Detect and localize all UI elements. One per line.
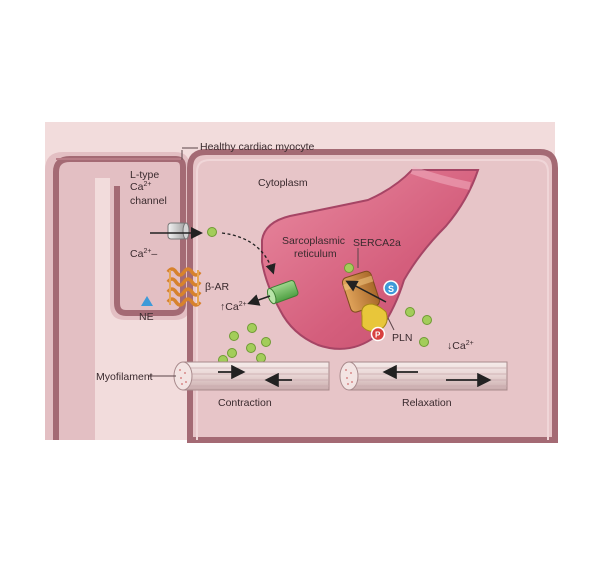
calcium-trigger-arrow [221, 232, 276, 275]
contraction-label: Contraction [218, 397, 272, 409]
relaxation-label: Relaxation [402, 397, 452, 409]
calcium-ion [422, 315, 432, 325]
ca-ion-label: Ca2+– [130, 248, 157, 260]
beta-adrenergic-receptor [166, 267, 202, 307]
beta-ar-label: β-AR [205, 281, 230, 293]
ryanodine-receptor-channel [266, 280, 299, 305]
calcium-ion [246, 343, 256, 353]
sr-release-arrow [247, 294, 271, 306]
calcium-ion [261, 337, 271, 347]
serca2a-label: SERCA2a [353, 237, 401, 249]
l-type-calcium-channel [167, 222, 190, 240]
sr-label-line1: Sarcoplasmic [282, 235, 345, 247]
calcium-ion [344, 263, 354, 273]
myofilament-relaxation [339, 361, 508, 391]
p-badge-icon [370, 326, 386, 342]
l-type-label: L-type [130, 169, 159, 181]
up-ca-label: ↑Ca2+ [220, 301, 247, 313]
myofilament-label: Myofilament [96, 371, 153, 383]
calcium-ion [419, 337, 429, 347]
cytoplasm-label: Cytoplasm [258, 177, 308, 189]
calcium-ion [227, 348, 237, 358]
myofilament-contraction [173, 361, 330, 391]
p-badge-label: P [375, 331, 381, 340]
calcium-ion [405, 307, 415, 317]
down-ca-label: ↓Ca2+ [447, 340, 474, 352]
calcium-ion [247, 323, 257, 333]
calcium-ion [256, 353, 266, 363]
serca-uptake-arrow [345, 280, 387, 303]
l-type-ca-label: Ca2+ [130, 181, 151, 193]
s-badge-label: S [388, 284, 394, 294]
pln-label: PLN [392, 332, 412, 344]
calcium-ion [229, 331, 239, 341]
l-type-channel-label: channel [130, 195, 167, 207]
calcium-ion [207, 227, 217, 237]
sr-label-line2: reticulum [294, 248, 337, 260]
norepinephrine-icon [141, 296, 153, 306]
title-label: Healthy cardiac myocyte [200, 141, 315, 153]
ne-label: NE [139, 311, 154, 323]
s-badge-icon [383, 280, 399, 296]
sarcoplasmic-reticulum [261, 169, 480, 350]
